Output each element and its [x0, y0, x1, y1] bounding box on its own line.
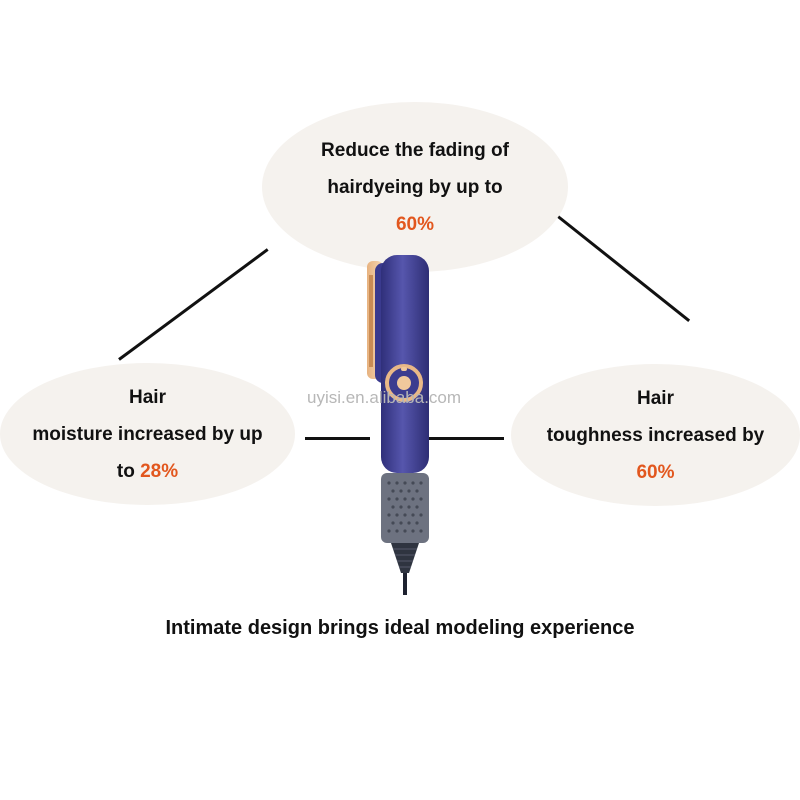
bubble-text-line: Hair	[129, 386, 166, 408]
fading-percentage: 60%	[395, 213, 435, 235]
bubble-text-line: hairdyeing by up to	[327, 176, 503, 198]
bubble-text-line: Hair	[637, 387, 674, 409]
bubble-text-line: Reduce the fading of	[321, 139, 509, 161]
toughness-percentage: 60%	[636, 461, 675, 483]
moisture-percentage: 28%	[140, 460, 179, 482]
cord-strain-relief	[391, 543, 419, 573]
connector-line-left	[305, 437, 370, 440]
bubble-text-line: toughness increased by	[546, 424, 765, 446]
bubble-prefix: to	[116, 460, 141, 482]
tagline: Intimate design brings ideal modeling ex…	[165, 617, 635, 639]
connector-line-top-left	[118, 248, 269, 361]
feature-bubble-fading: Reduce the fading of hairdyeing by up to…	[262, 102, 568, 272]
connector-line-top-right	[552, 211, 691, 322]
hair-styler-image	[367, 255, 429, 595]
feature-bubble-toughness: Hair toughness increased by 60%	[511, 364, 800, 506]
feature-bubble-moisture: Hair moisture increased by up to 28%	[0, 363, 295, 505]
watermark-text: uyisi.en.alibaba.com	[307, 388, 462, 407]
connector-line-right	[428, 437, 504, 440]
power-cord	[403, 573, 407, 595]
bubble-text-line: to 28%	[117, 453, 178, 490]
styler-body	[381, 255, 429, 473]
bubble-text-line: moisture increased by up	[32, 423, 263, 445]
